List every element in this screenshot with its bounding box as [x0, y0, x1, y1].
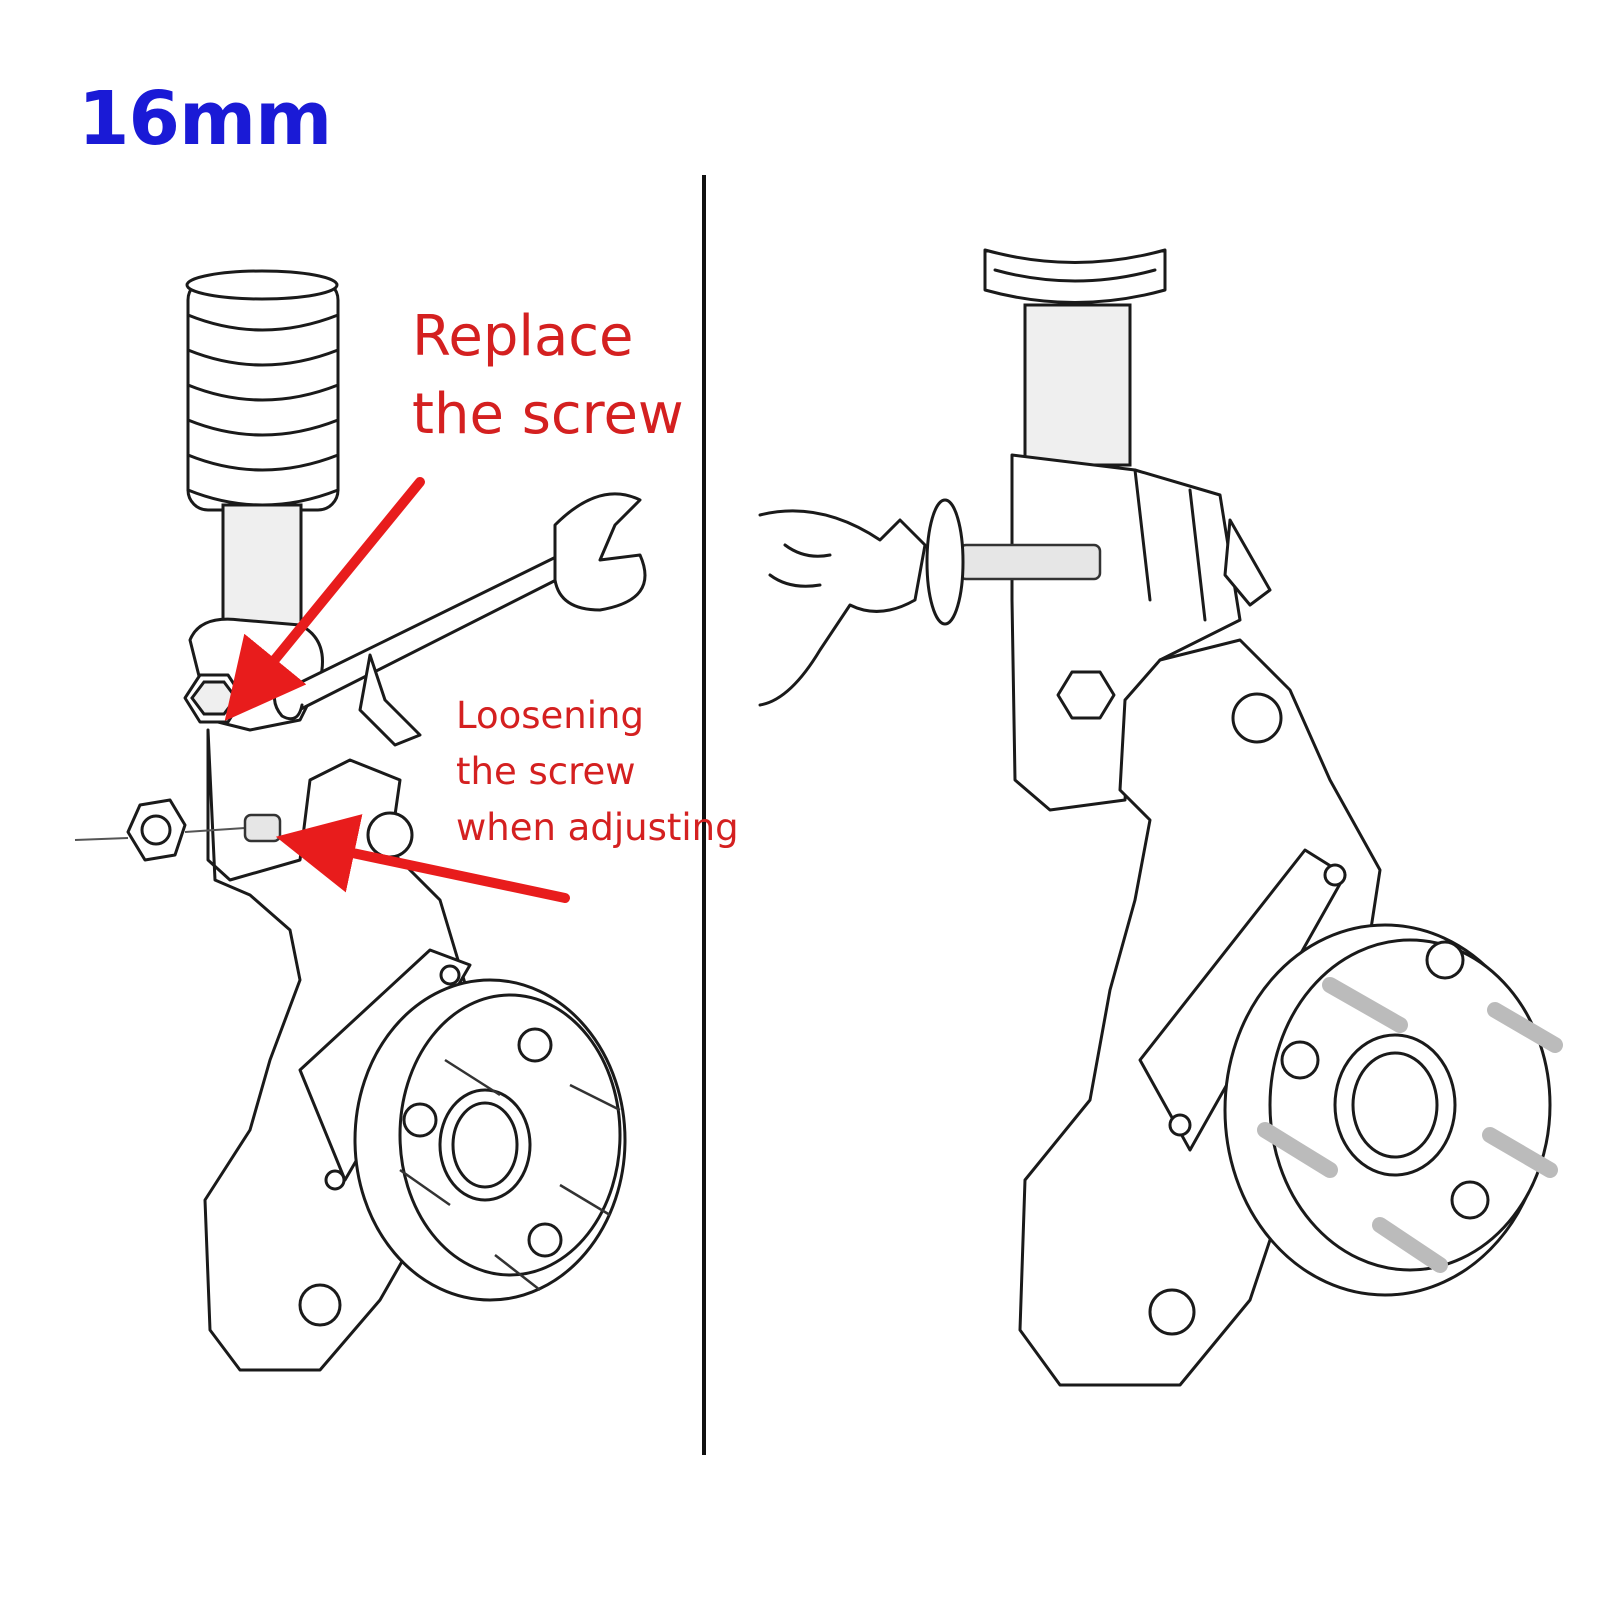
annotation-replace-screw: Replace the screw: [412, 298, 684, 454]
coil-spring-icon: [185, 269, 340, 512]
annotation-line: Loosening: [456, 694, 644, 737]
nut-icon: [126, 798, 187, 862]
annotation-loosen-screw: Loosening the screw when adjusting: [456, 688, 739, 856]
annotation-line: when adjusting: [456, 806, 739, 849]
hand-icon: [758, 509, 927, 707]
arrow-loosen: [275, 814, 570, 903]
arrow-replace: [224, 477, 425, 721]
wheel-hub-icon: [1138, 848, 1563, 1297]
annotation-line: the screw: [412, 382, 684, 447]
annotation-line: the screw: [456, 750, 636, 793]
wrench-icon: [273, 492, 647, 721]
strut-tube-icon: [221, 503, 303, 642]
size-title: 16mm: [78, 76, 332, 162]
bolt-head-icon: [1056, 670, 1116, 720]
adjust-bolt-icon: [243, 813, 282, 843]
annotation-line: Replace: [412, 304, 634, 369]
right-strut-assembly-icon: [758, 248, 1563, 1387]
strut-tube-icon: [1023, 303, 1132, 467]
adjust-bolt-icon: [958, 543, 1102, 581]
wheel-hub-icon: [298, 948, 627, 1302]
